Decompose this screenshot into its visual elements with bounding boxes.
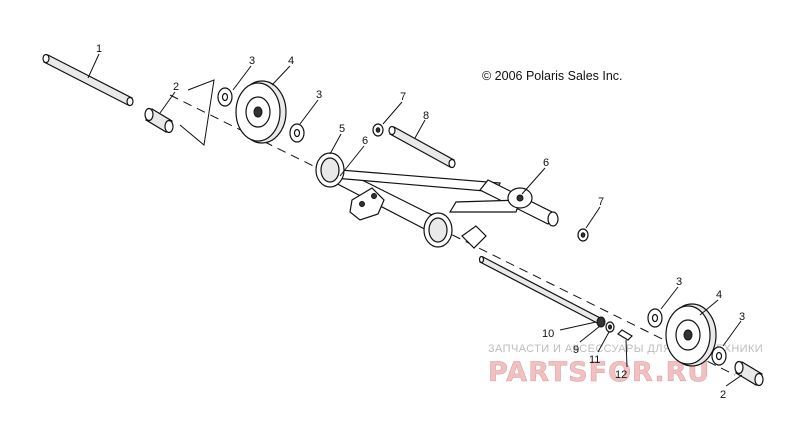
callout-4-bottom: 4 — [716, 289, 722, 301]
callout-1: 1 — [96, 43, 102, 55]
callout-3-bottom-a: 3 — [676, 276, 682, 288]
callout-7-top: 7 — [400, 91, 406, 103]
part-3-washer-c — [647, 308, 663, 328]
part-3-washer-b — [289, 123, 305, 143]
callout-12: 12 — [615, 369, 627, 381]
callout-6-right: 6 — [543, 157, 549, 169]
copyright-notice: © 2006 Polaris Sales Inc. — [482, 69, 623, 83]
part-7-washer-a — [372, 123, 384, 137]
part-10-shaft-lower — [478, 255, 605, 326]
callout-9: 9 — [573, 344, 579, 356]
callout-2-top: 2 — [173, 81, 179, 93]
callout-5: 5 — [339, 123, 345, 135]
watermark-brand: PARTSFOR.RU — [488, 357, 710, 388]
callout-4-top: 4 — [288, 55, 294, 67]
callout-11: 11 — [589, 354, 600, 366]
part-1-shaft — [42, 53, 134, 107]
part-11-washer — [605, 321, 615, 333]
callout-7-right: 7 — [598, 196, 604, 208]
part-4-idler-wheel-left — [235, 80, 287, 144]
part-3-washer-d — [711, 346, 727, 366]
callout-6-left: 6 — [362, 135, 368, 147]
part-5-rail-assembly — [315, 152, 559, 249]
callout-3-bottom-b: 3 — [739, 311, 745, 323]
part-2-bushing-right — [734, 360, 764, 387]
group-bracket — [179, 79, 215, 146]
callout-3-top-b: 3 — [316, 89, 322, 101]
part-3-washer-a — [217, 87, 233, 107]
part-8-shaft-upper — [388, 125, 456, 169]
callout-8: 8 — [423, 110, 429, 122]
part-12-bolt — [617, 329, 633, 341]
part-7-washer-b — [577, 228, 589, 242]
callout-10: 10 — [542, 328, 554, 340]
part-9-spacer — [596, 316, 606, 328]
part-2-bushing-left — [144, 107, 174, 134]
leader-lines — [87, 53, 743, 387]
callout-3-top-a: 3 — [249, 55, 255, 67]
callout-2-bottom: 2 — [720, 389, 726, 401]
part-4-idler-wheel-right — [665, 303, 717, 367]
